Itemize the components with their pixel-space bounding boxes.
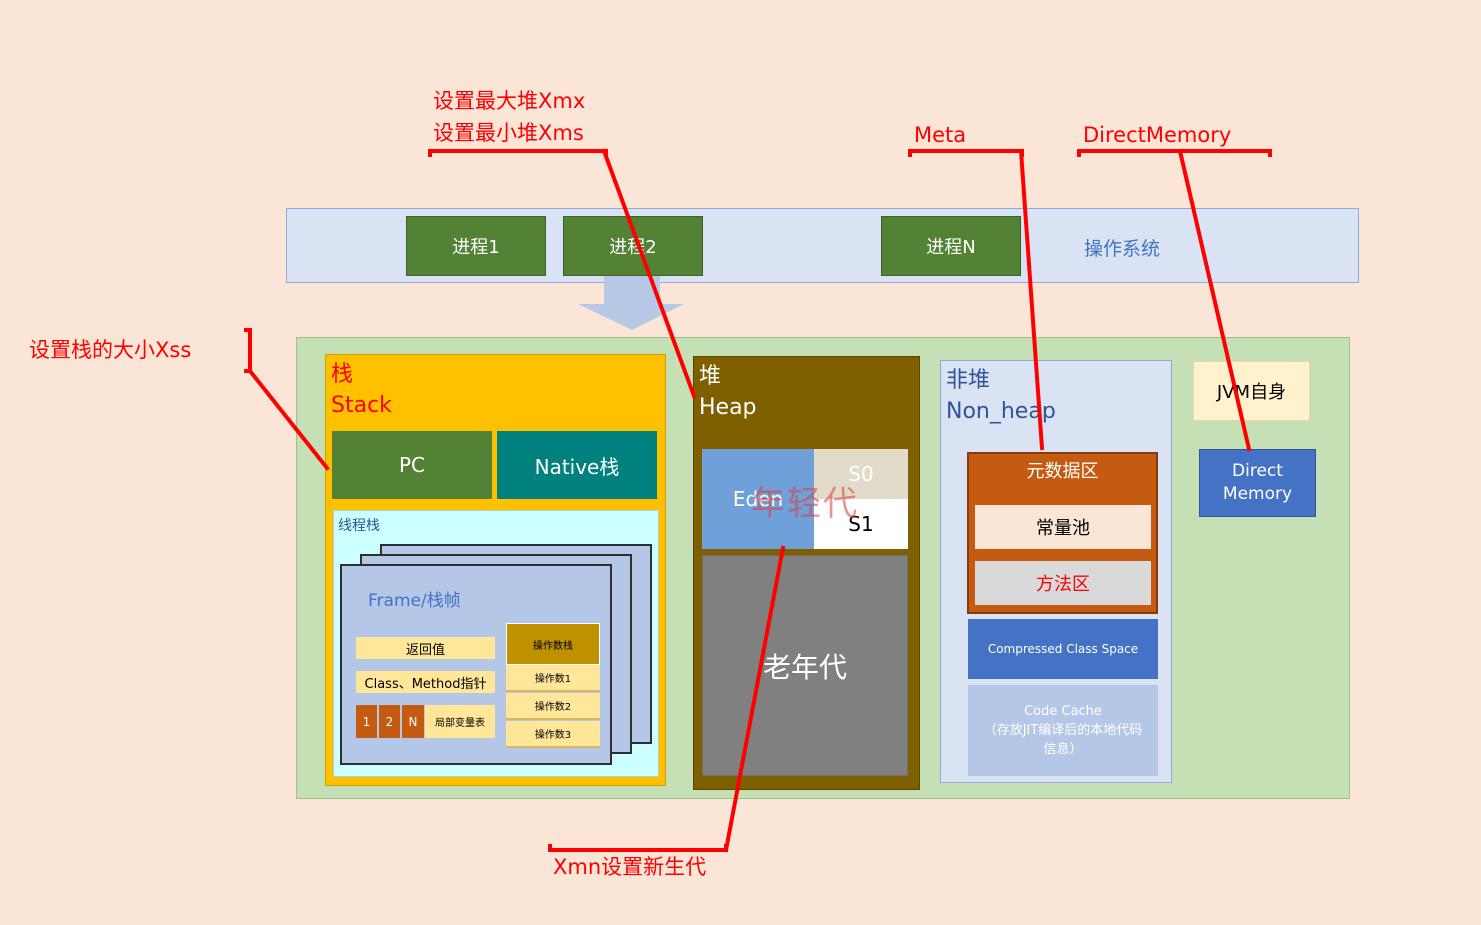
local-var-n: N	[402, 705, 424, 738]
constant-pool: 常量池	[975, 505, 1151, 549]
native-stack: Native栈	[497, 431, 657, 499]
return-value: 返回值	[356, 637, 495, 659]
process-1: 进程1	[406, 216, 546, 276]
direct-memory: Direct Memory	[1199, 449, 1316, 517]
direct-memory-line-2: Memory	[1222, 484, 1293, 504]
compressed-class-space: Compressed Class Space	[968, 619, 1158, 679]
old-generation: 老年代	[702, 555, 908, 776]
thread-stack-label: 线程栈	[338, 518, 380, 534]
stack-title-cn: 栈	[331, 362, 354, 387]
code-cache-line-3: 信息）	[1043, 742, 1083, 757]
eden-space: Eden	[702, 449, 814, 549]
pc-register: PC	[332, 431, 492, 499]
metadata-title: 元数据区	[1026, 461, 1099, 482]
survivor-s0: S0	[814, 449, 908, 499]
code-cache-line-2: （存放JIT编译后的本地代码	[983, 723, 1143, 738]
local-vars-table: 局部变量表	[425, 705, 495, 738]
heap-title-en: Heap	[699, 395, 757, 420]
annotation-meta: Meta	[914, 123, 967, 147]
frame-title: Frame/栈帧	[368, 591, 461, 611]
direct-memory-line-1: Direct	[1232, 461, 1283, 481]
annotation-xms: 设置最小堆Xms	[433, 121, 584, 145]
operand-3: 操作数3	[506, 721, 600, 748]
local-var-1: 1	[356, 705, 377, 738]
annotation-xmx: 设置最大堆Xmx	[433, 89, 586, 113]
nonheap-title-cn: 非堆	[946, 368, 991, 393]
class-method-pointer: Class、Method指针	[356, 671, 495, 693]
survivor-s1: S1	[814, 499, 908, 549]
annotation-direct-memory: DirectMemory	[1083, 123, 1232, 147]
process-n: 进程N	[881, 216, 1021, 276]
operand-1: 操作数1	[506, 665, 600, 692]
stack-title-en: Stack	[331, 393, 392, 418]
method-area: 方法区	[975, 561, 1151, 605]
operand-stack: 操作数栈	[506, 623, 600, 665]
code-cache: Code Cache （存放JIT编译后的本地代码 信息）	[968, 685, 1158, 776]
heap-title-cn: 堆	[699, 364, 722, 389]
code-cache-line-1: Code Cache	[1024, 704, 1102, 719]
annotation-xss: 设置栈的大小Xss	[29, 338, 192, 362]
local-var-2: 2	[379, 705, 400, 738]
os-label: 操作系统	[1084, 238, 1161, 260]
operand-2: 操作数2	[506, 693, 600, 720]
annotation-xmn: Xmn设置新生代	[553, 855, 707, 879]
